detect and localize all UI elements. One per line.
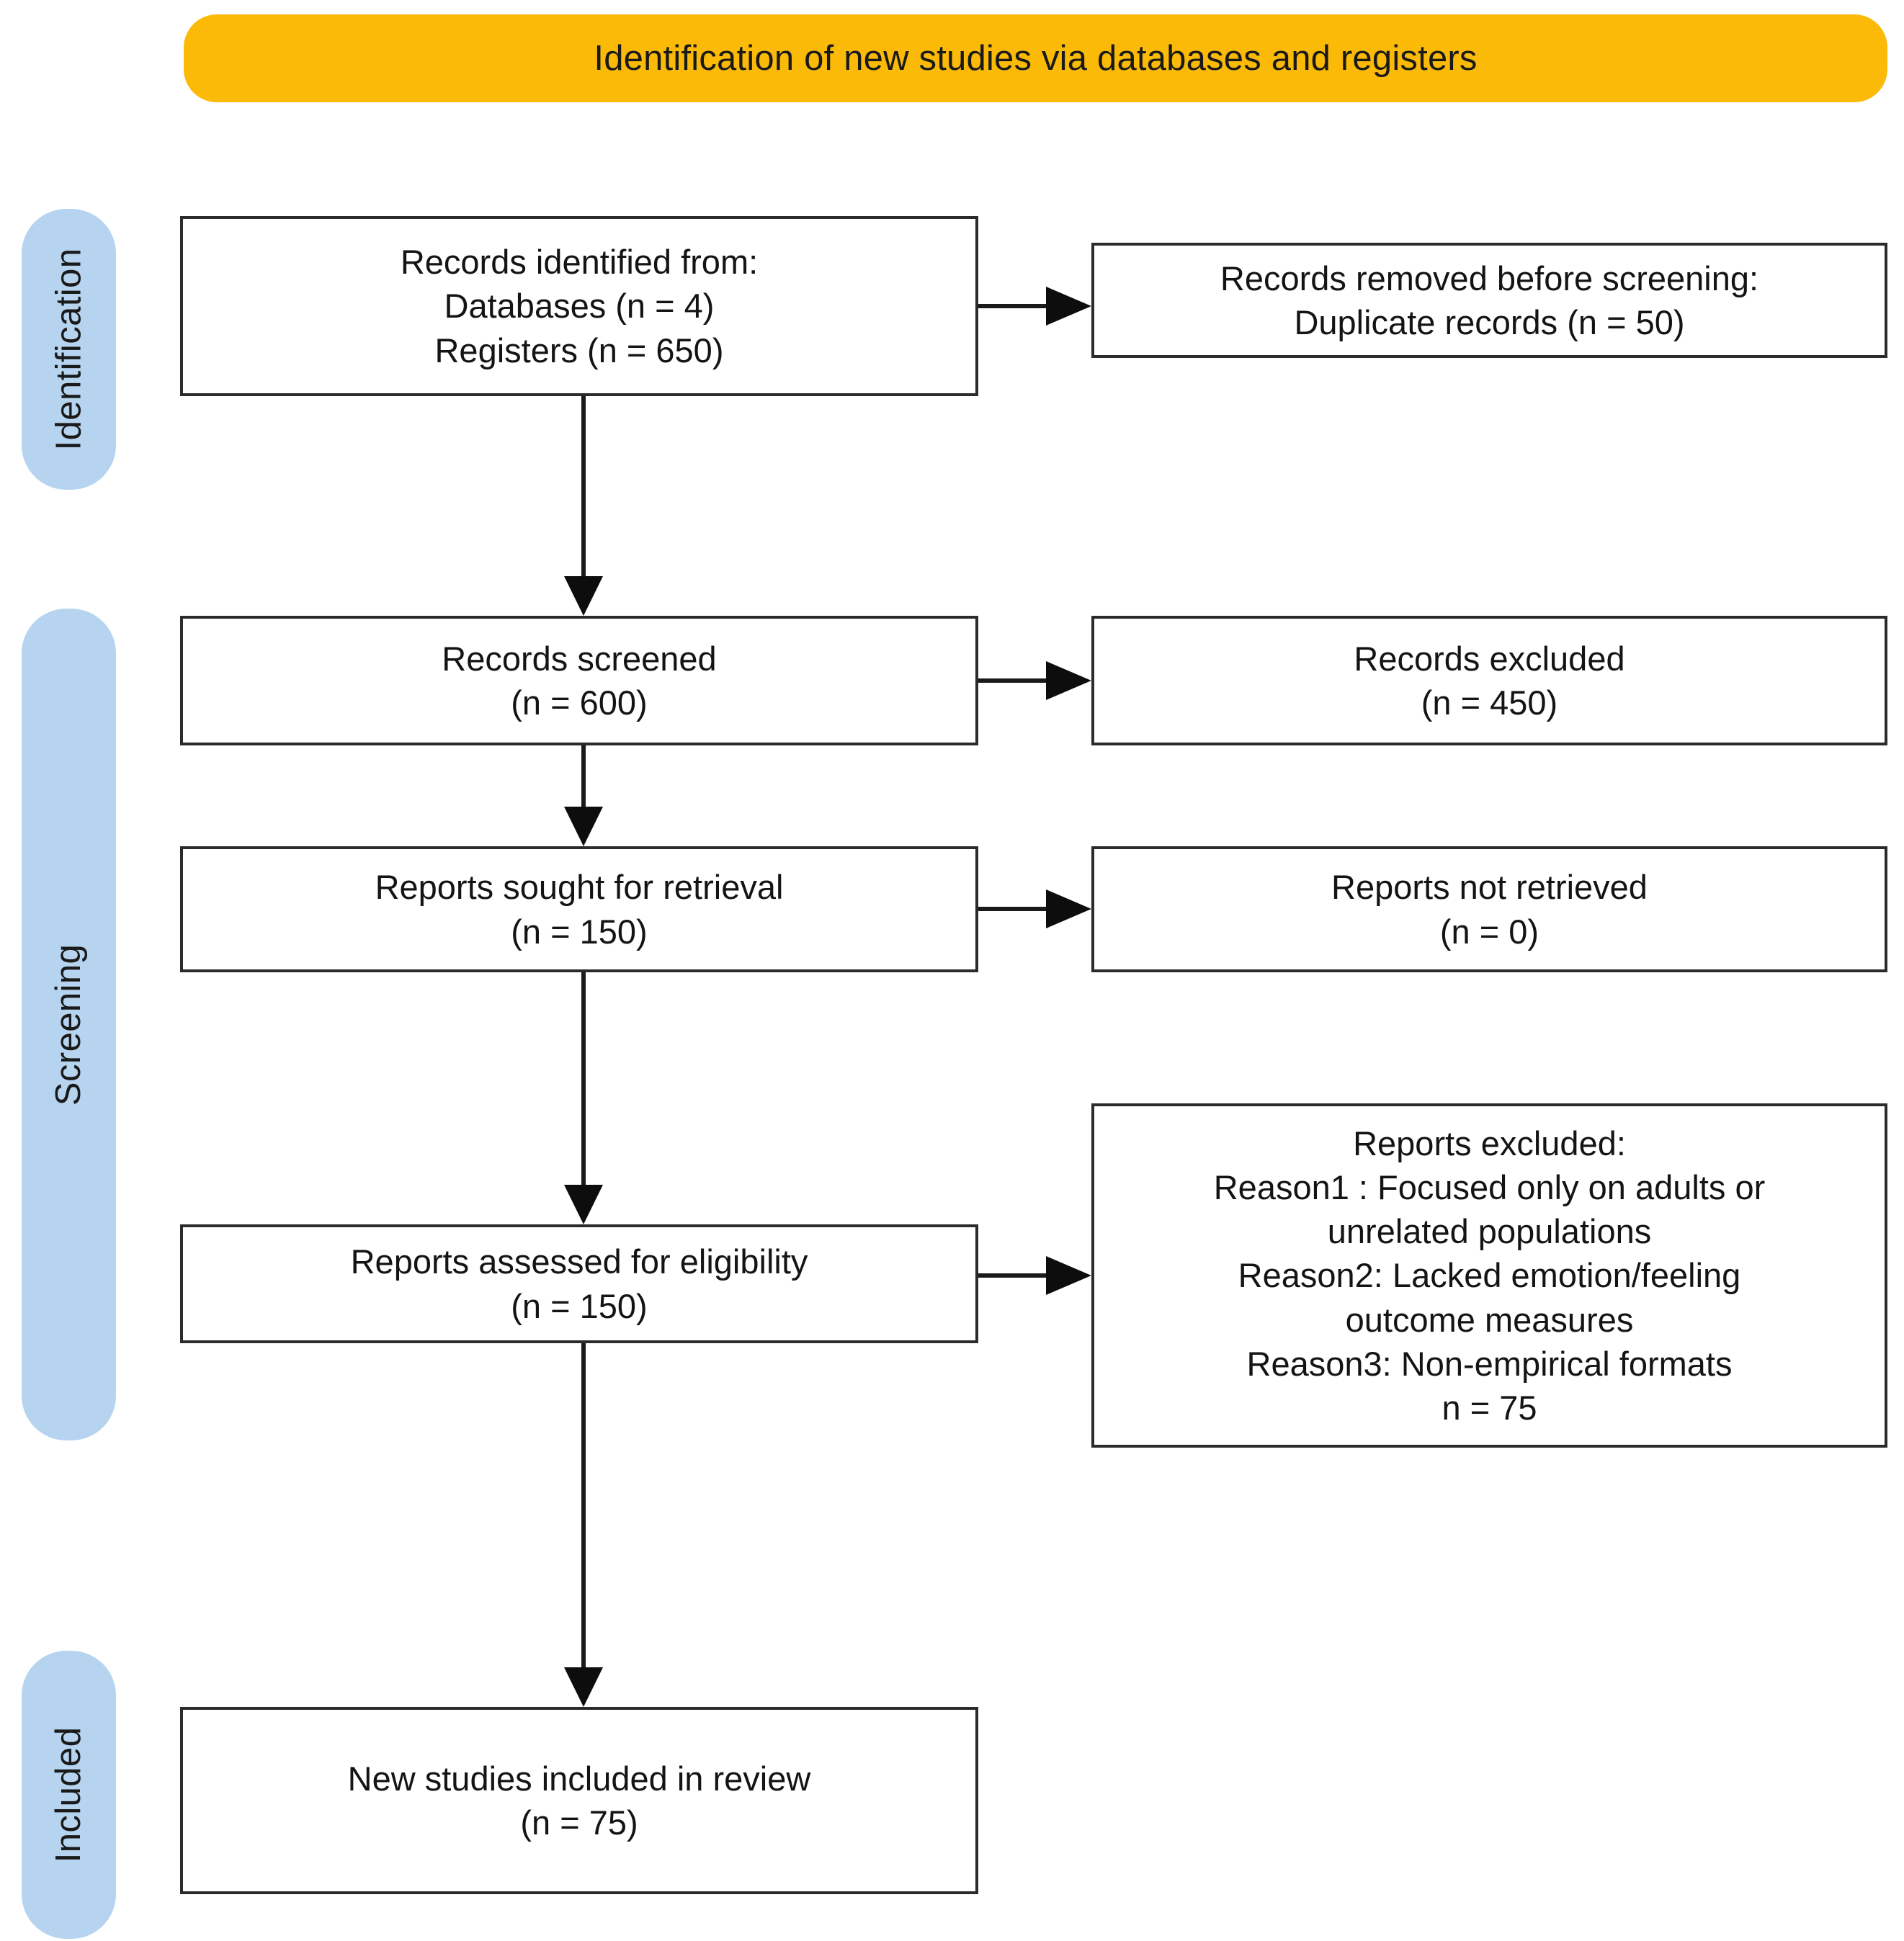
reports-assessed-label: Reports assessed for eligibility	[350, 1242, 808, 1281]
diagram-header-title: Identification of new studies via databa…	[594, 39, 1478, 78]
reports-sought-count: (n = 150)	[511, 912, 648, 951]
records-screened-count: (n = 600)	[511, 683, 648, 722]
box-reports-assessed: Reports assessed for eligibility (n = 15…	[180, 1224, 978, 1343]
box-records-screened: Records screened (n = 600)	[180, 616, 978, 745]
box-records-excluded: Records excluded (n = 450)	[1091, 616, 1887, 745]
reports-excluded-reason2a: Reason2: Lacked emotion/feeling	[1238, 1256, 1741, 1295]
diagram-header-banner: Identification of new studies via databa…	[184, 14, 1887, 102]
reports-excluded-reason1b: unrelated populations	[1327, 1212, 1652, 1251]
box-records-removed: Records removed before screening: Duplic…	[1091, 243, 1887, 358]
stage-pill-screening: Screening	[22, 609, 116, 1440]
box-new-studies-included-text: New studies included in review (n = 75)	[348, 1757, 811, 1844]
records-identified-registers: Registers (n = 650)	[434, 331, 724, 369]
box-reports-excluded: Reports excluded: Reason1 : Focused only…	[1091, 1103, 1887, 1448]
reports-excluded-reason2b: outcome measures	[1345, 1300, 1634, 1339]
box-reports-not-retrieved-text: Reports not retrieved (n = 0)	[1331, 865, 1648, 953]
reports-not-retrieved-label: Reports not retrieved	[1331, 868, 1648, 907]
box-records-identified: Records identified from: Databases (n = …	[180, 216, 978, 396]
arrowhead-screened-to-sought	[564, 807, 603, 846]
box-records-identified-text: Records identified from: Databases (n = …	[401, 240, 758, 372]
reports-excluded-reason1a: Reason1 : Focused only on adults or	[1213, 1168, 1766, 1207]
records-excluded-label: Records excluded	[1354, 639, 1625, 678]
records-removed-duplicates: Duplicate records (n = 50)	[1294, 303, 1685, 341]
box-reports-excluded-text: Reports excluded: Reason1 : Focused only…	[1214, 1121, 1766, 1430]
arrowhead-identified-to-screened	[564, 576, 603, 616]
box-reports-sought: Reports sought for retrieval (n = 150)	[180, 846, 978, 972]
reports-excluded-count: n = 75	[1442, 1388, 1537, 1427]
records-identified-line1: Records identified from:	[400, 243, 759, 282]
reports-assessed-count: (n = 150)	[511, 1286, 648, 1325]
records-removed-label: Records removed before screening:	[1220, 259, 1759, 297]
arrowhead-sought-to-notretrieved	[1046, 889, 1091, 928]
reports-sought-label: Reports sought for retrieval	[375, 868, 784, 907]
reports-excluded-reason3: Reason3: Non-empirical formats	[1246, 1344, 1733, 1383]
box-reports-sought-text: Reports sought for retrieval (n = 150)	[375, 865, 784, 953]
stage-pill-identification: Identification	[22, 209, 116, 490]
box-reports-assessed-text: Reports assessed for eligibility (n = 15…	[351, 1240, 808, 1327]
box-records-removed-text: Records removed before screening: Duplic…	[1220, 256, 1758, 344]
box-records-excluded-text: Records excluded (n = 450)	[1354, 637, 1624, 725]
reports-not-retrieved-count: (n = 0)	[1439, 912, 1539, 951]
arrowhead-sought-to-assessed	[564, 1185, 603, 1224]
stage-label-included: Included	[49, 1726, 89, 1863]
new-studies-included-label: New studies included in review	[347, 1759, 811, 1798]
box-records-screened-text: Records screened (n = 600)	[442, 637, 716, 725]
reports-excluded-label: Reports excluded:	[1353, 1124, 1626, 1163]
box-reports-not-retrieved: Reports not retrieved (n = 0)	[1091, 846, 1887, 972]
box-new-studies-included: New studies included in review (n = 75)	[180, 1707, 978, 1894]
stage-pill-included: Included	[22, 1651, 116, 1939]
arrowhead-assessed-to-included	[564, 1667, 603, 1707]
records-excluded-count: (n = 450)	[1421, 683, 1558, 722]
new-studies-included-count: (n = 75)	[520, 1803, 638, 1842]
arrowhead-identified-to-removed	[1046, 287, 1091, 326]
stage-label-identification: Identification	[49, 248, 89, 451]
arrowhead-assessed-to-reportsexcluded	[1046, 1256, 1091, 1295]
records-screened-label: Records screened	[442, 639, 717, 678]
records-identified-databases: Databases (n = 4)	[444, 287, 715, 326]
stage-label-screening: Screening	[49, 943, 89, 1106]
arrowhead-screened-to-excluded	[1046, 661, 1091, 700]
